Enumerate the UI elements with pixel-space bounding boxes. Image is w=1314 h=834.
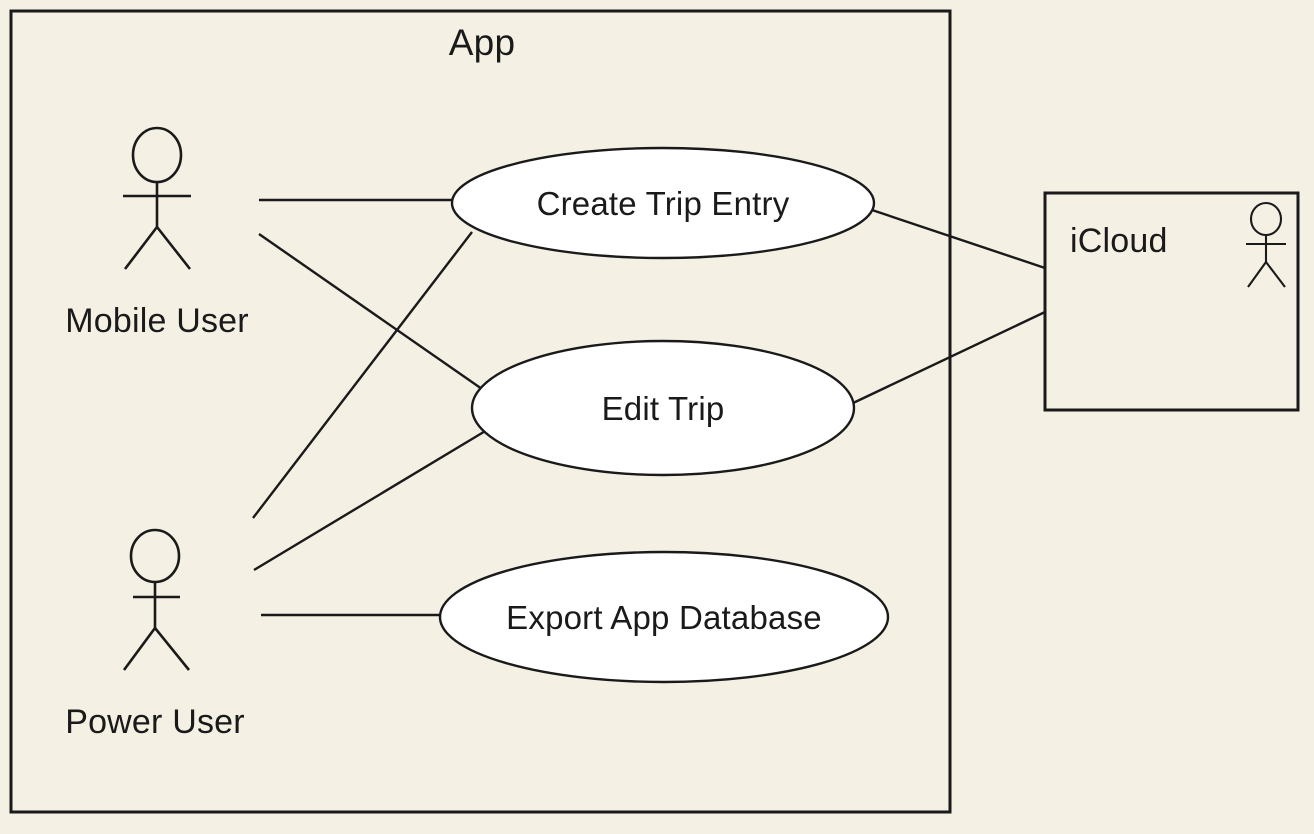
use-case-label: Export App Database — [506, 599, 822, 636]
stick-figure-actor-icon — [122, 528, 191, 671]
association-edit-trip-icloud[interactable] — [850, 310, 1046, 406]
external-system-label: iCloud — [1070, 222, 1168, 260]
use-case-create-trip-entry[interactable]: Create Trip Entry — [450, 146, 876, 260]
use-case-ellipse — [438, 550, 890, 684]
association-power-user-create-trip-entry[interactable] — [252, 231, 473, 519]
actor-label: Power User — [65, 703, 245, 741]
use-case-ellipse — [470, 339, 856, 477]
association-mobile-user-edit-trip[interactable] — [258, 233, 483, 390]
association-create-trip-entry-icloud[interactable] — [868, 207, 1046, 270]
external-system-box — [1043, 191, 1300, 412]
actor-label: Mobile User — [65, 302, 249, 340]
actor-mobile-user[interactable]: Mobile User — [65, 126, 249, 340]
actor-power-user[interactable]: Power User — [65, 528, 245, 741]
use-case-edit-trip[interactable]: Edit Trip — [470, 339, 856, 477]
use-case-ellipse — [450, 146, 876, 260]
use-case-label: Create Trip Entry — [537, 185, 790, 222]
use-case-export-app-database[interactable]: Export App Database — [438, 550, 890, 684]
stick-figure-actor-icon — [1246, 201, 1286, 288]
system-boundary-app[interactable] — [9, 9, 952, 814]
system-boundary-title: App — [449, 22, 515, 63]
external-system-icloud[interactable]: iCloud — [1043, 191, 1300, 412]
association-power-user-edit-trip[interactable] — [253, 428, 488, 572]
use-case-label: Edit Trip — [602, 390, 725, 427]
stick-figure-actor-icon — [123, 126, 192, 270]
